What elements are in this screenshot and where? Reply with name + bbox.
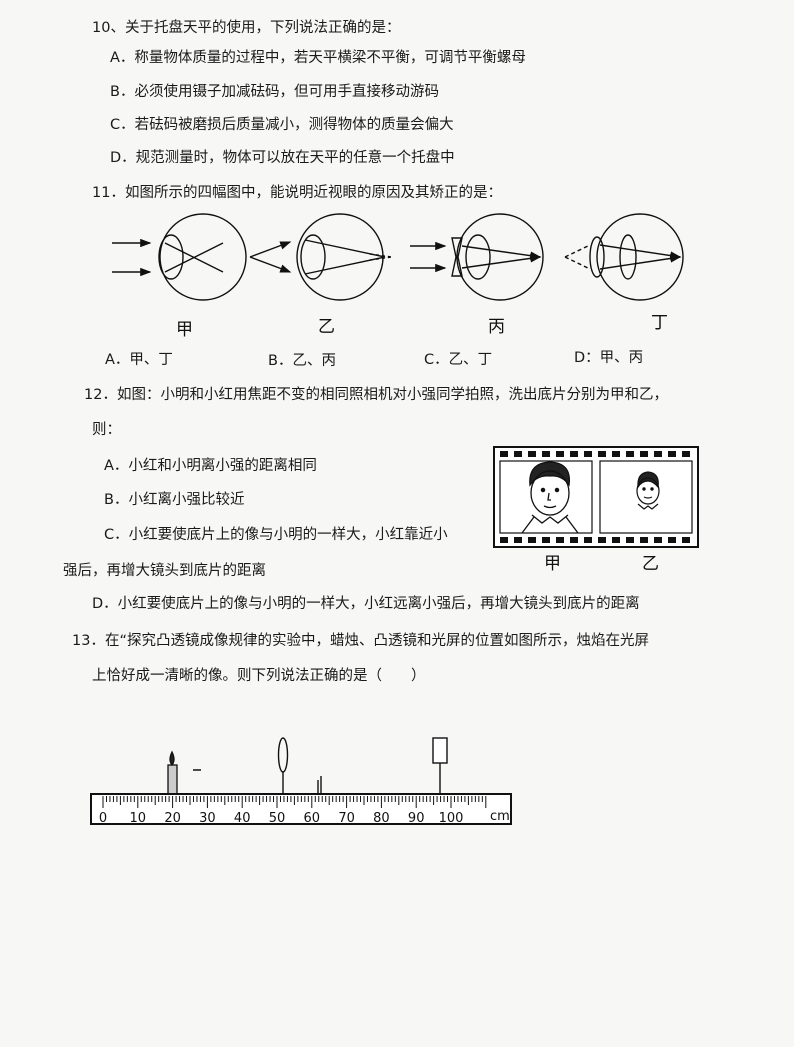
figure-label-bing: 丙 <box>488 317 505 337</box>
q12-option-d: D．小红要使底片上的像与小明的一样大，小红远离小强后，再增大镜头到底片的距离 <box>92 596 640 612</box>
q12-stem-line2: 则： <box>92 422 121 438</box>
q11-option-b: B．乙、丙 <box>268 353 336 369</box>
ruler-tick-label: 50 <box>269 811 286 826</box>
q10-option-b: B．必须使用镊子加减砝码，但可用手直接移动游码 <box>110 84 439 100</box>
film-sprocket-holes <box>500 451 690 543</box>
ruler-unit-label: cm <box>490 809 510 824</box>
optical-bench-figure: 0 10 20 30 40 50 60 70 80 90 100 cm <box>90 737 512 826</box>
eye-diagram-jia <box>112 213 247 301</box>
q12-option-a: A．小红和小明离小强的距离相同 <box>104 458 317 474</box>
ruler-tick-label: 40 <box>234 811 251 826</box>
q11-stem: 11．如图所示的四幅图中，能说明近视眼的原因及其矫正的是： <box>92 185 502 201</box>
ruler-ticks <box>102 796 487 808</box>
eye-diagrams: 甲 乙 丙 丁 <box>112 213 684 340</box>
q10-option-c: C．若砝码被磨损后质量减小，测得物体的质量会偏大 <box>110 117 454 133</box>
film-frame-yi-face <box>636 471 660 510</box>
q11-option-a: A．甲、丁 <box>105 352 173 368</box>
ruler-tick-label: 30 <box>199 811 216 826</box>
ruler-labels: 0 10 20 30 40 50 60 70 80 90 100 <box>99 811 464 826</box>
film-frame-jia-face <box>521 461 579 534</box>
q10-stem: 10、关于托盘天平的使用，下列说法正确的是： <box>92 20 401 36</box>
candle-icon <box>167 750 178 796</box>
q12-stem-line1: 12．如图：小明和小红用焦距不变的相同照相机对小强同学拍照，洗出底片分别为甲和乙… <box>84 387 668 403</box>
q12-option-c-line2: 强后，再增大镜头到底片的距离 <box>63 563 266 579</box>
q10-option-d: D．规范测量时，物体可以放在天平的任意一个托盘中 <box>110 150 455 166</box>
film-label-jia: 甲 <box>544 554 561 574</box>
ruler-tick-label: 100 <box>439 811 464 826</box>
q13-stem-line1: 13．在“探究凸透镜成像规律的实验中，蜡烛、凸透镜和光屏的位置如图所示，烛焰在光… <box>72 633 649 649</box>
figure-label-ding: 丁 <box>651 313 668 333</box>
q11-option-d: D：甲、丙 <box>574 350 644 366</box>
figure-label-jia: 甲 <box>176 320 193 340</box>
ruler-tick-label: 90 <box>408 811 425 826</box>
q13-stem-line2: 上恰好成一清晰的像。则下列说法正确的是（ ） <box>92 668 426 684</box>
light-screen-icon <box>432 737 448 794</box>
convex-lens-icon <box>277 737 289 795</box>
film-label-yi: 乙 <box>642 554 659 574</box>
q12-option-b: B．小红离小强比较近 <box>104 492 245 508</box>
figure-label-yi: 乙 <box>318 317 335 337</box>
q11-option-c: C．乙、丁 <box>424 352 493 368</box>
eye-diagram-ding <box>564 213 684 301</box>
ruler-tick-label: 10 <box>130 811 147 826</box>
film-strip-figure: 甲 乙 <box>493 446 699 574</box>
eye-diagram-bing <box>410 213 544 301</box>
ruler-tick-label: 0 <box>99 811 107 826</box>
ruler-tick-label: 70 <box>338 811 355 826</box>
ruler-tick-label: 60 <box>304 811 321 826</box>
q12-option-c-line1: C．小红要使底片上的像与小明的一样大，小红靠近小 <box>104 527 448 543</box>
ruler-marker-icon <box>317 776 322 795</box>
ruler-tick-label: 20 <box>164 811 181 826</box>
eye-diagram-yi <box>249 213 393 301</box>
ruler-tick-label: 80 <box>373 811 390 826</box>
q10-option-a: A．称量物体质量的过程中，若天平横梁不平衡，可调节平衡螺母 <box>110 50 526 66</box>
